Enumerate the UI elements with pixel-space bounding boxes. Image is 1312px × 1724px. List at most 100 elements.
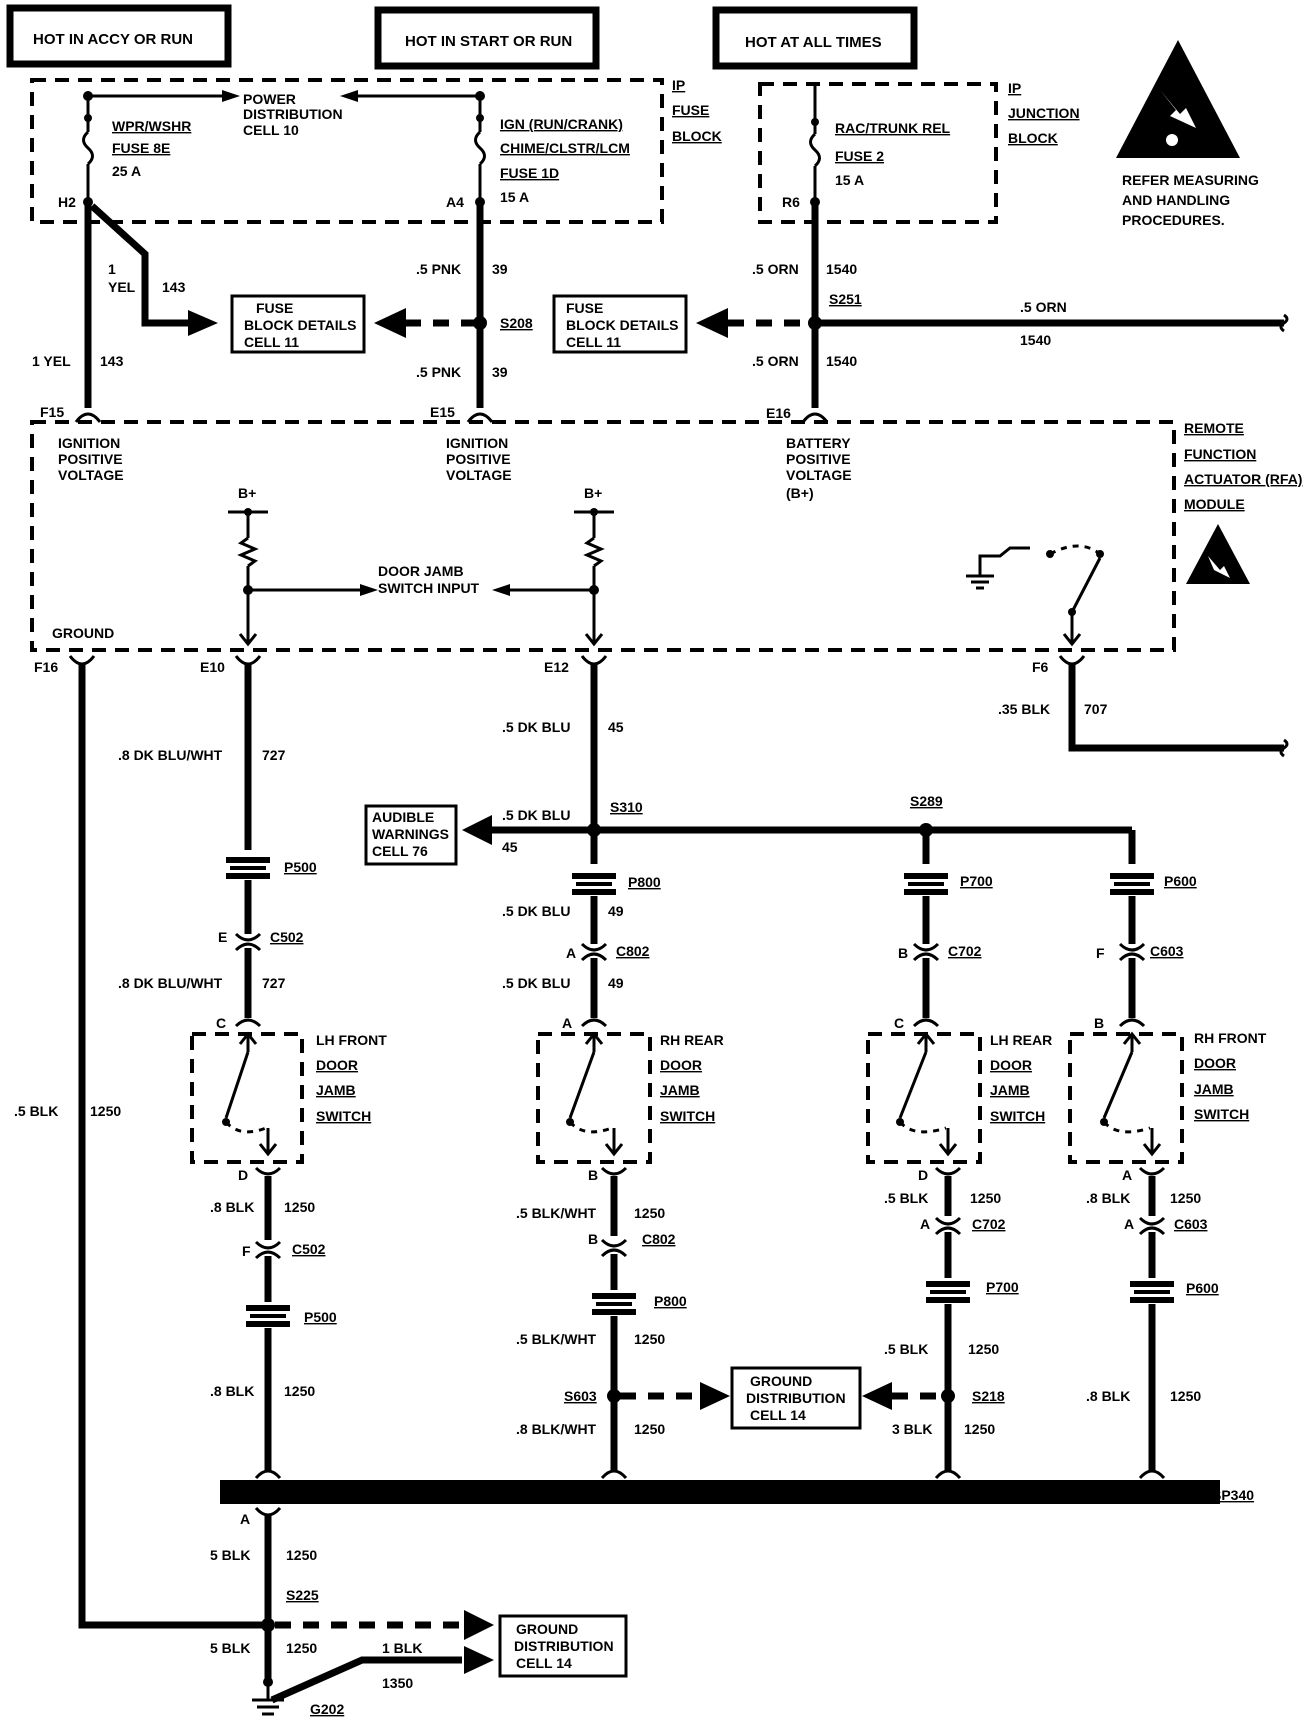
svg-text:CELL 14: CELL 14 (516, 1655, 572, 1671)
svg-text:BLOCK: BLOCK (1008, 130, 1058, 146)
p700-connector (904, 873, 948, 895)
svg-text:JUNCTION: JUNCTION (1008, 105, 1080, 121)
svg-text:1540: 1540 (1020, 332, 1051, 348)
svg-text:POWER: POWER (243, 91, 296, 107)
svg-text:AND HANDLING: AND HANDLING (1122, 192, 1230, 208)
svg-text:BLOCK DETAILS: BLOCK DETAILS (244, 317, 357, 333)
svg-text:DOOR: DOOR (660, 1057, 702, 1073)
ref-fuse-block-details-a: FUSE BLOCK DETAILS CELL 11 (230, 294, 366, 354)
svg-text:1250: 1250 (634, 1331, 665, 1347)
svg-text:JAMB: JAMB (990, 1082, 1030, 1098)
svg-text:FUSE: FUSE (672, 102, 709, 118)
svg-text:.5 ORN: .5 ORN (1020, 299, 1067, 315)
svg-text:RH REAR: RH REAR (660, 1032, 724, 1048)
svg-text:WPR/WSHR: WPR/WSHR (112, 118, 191, 134)
svg-text:1250: 1250 (286, 1640, 317, 1656)
svg-text:45: 45 (502, 839, 518, 855)
column-rh-front: P600 F C603 B RH FRONT DOOR JAMB SWITCH … (1068, 830, 1267, 1470)
svg-text:C: C (894, 1015, 904, 1031)
svg-text:C802: C802 (642, 1231, 676, 1247)
p700-connector-lower (926, 1281, 970, 1303)
svg-text:P800: P800 (654, 1293, 687, 1309)
svg-text:S208: S208 (500, 315, 533, 331)
svg-text:P500: P500 (284, 859, 317, 875)
svg-text:1 YEL: 1 YEL (32, 353, 71, 369)
svg-text:IGNITION: IGNITION (446, 435, 508, 451)
svg-text:1540: 1540 (826, 261, 857, 277)
svg-text:S310: S310 (610, 799, 643, 815)
svg-text:.5 DK BLU: .5 DK BLU (502, 975, 570, 991)
ground-g202-icon (252, 1677, 284, 1716)
svg-text:B: B (588, 1231, 598, 1247)
svg-text:E16: E16 (766, 405, 791, 421)
svg-text:.8 BLK: .8 BLK (1086, 1388, 1130, 1404)
svg-text:D: D (918, 1167, 928, 1183)
svg-text:GROUND: GROUND (750, 1373, 812, 1389)
svg-text:IP: IP (672, 77, 685, 93)
svg-text:B: B (588, 1167, 598, 1183)
svg-text:B+: B+ (238, 485, 256, 501)
svg-text:39: 39 (492, 261, 508, 277)
svg-text:GROUND: GROUND (516, 1621, 578, 1637)
ip-fuse-block: IP FUSE BLOCK POWER DISTRIBUTION CELL 10… (30, 77, 722, 224)
svg-text:IGNITION: IGNITION (58, 435, 120, 451)
svg-text:BATTERY: BATTERY (786, 435, 851, 451)
svg-text:SWITCH: SWITCH (1194, 1106, 1249, 1122)
svg-text:25 A: 25 A (112, 163, 141, 179)
svg-text:C502: C502 (292, 1241, 326, 1257)
svg-text:.8 DK BLU/WHT: .8 DK BLU/WHT (118, 747, 223, 763)
column-lh-rear: S289 P700 B C702 C LH REAR DOOR JAMB SWI… (862, 793, 1052, 1470)
svg-text:POSITIVE: POSITIVE (786, 451, 851, 467)
svg-text:A: A (920, 1216, 930, 1232)
svg-text:S251: S251 (829, 291, 862, 307)
svg-text:POSITIVE: POSITIVE (58, 451, 123, 467)
svg-text:143: 143 (100, 353, 124, 369)
svg-text:C603: C603 (1150, 943, 1184, 959)
svg-text:E15: E15 (430, 404, 455, 420)
svg-text:.8 BLK/WHT: .8 BLK/WHT (516, 1421, 597, 1437)
svg-text:DISTRIBUTION: DISTRIBUTION (514, 1638, 614, 1654)
header-always: HOT AT ALL TIMES (712, 6, 918, 70)
svg-text:IGN (RUN/CRANK): IGN (RUN/CRANK) (500, 116, 623, 132)
svg-text:F15: F15 (40, 404, 64, 420)
svg-text:.5 BLK: .5 BLK (884, 1341, 928, 1357)
svg-text:C603: C603 (1174, 1216, 1208, 1232)
svg-text:.8 DK BLU/WHT: .8 DK BLU/WHT (118, 975, 223, 991)
svg-text:DISTRIBUTION: DISTRIBUTION (746, 1390, 846, 1406)
svg-text:.5 BLK: .5 BLK (884, 1190, 928, 1206)
svg-text:1250: 1250 (968, 1341, 999, 1357)
svg-text:(B+): (B+) (786, 485, 814, 501)
svg-text:JAMB: JAMB (1194, 1081, 1234, 1097)
svg-text:C: C (216, 1015, 226, 1031)
svg-text:C802: C802 (616, 943, 650, 959)
svg-text:.5 BLK/WHT: .5 BLK/WHT (516, 1205, 597, 1221)
svg-text:S603: S603 (564, 1388, 597, 1404)
p600-connector-lower (1130, 1281, 1174, 1303)
svg-text:.8 BLK: .8 BLK (210, 1199, 254, 1215)
svg-text:1350: 1350 (382, 1675, 413, 1691)
svg-text:R6: R6 (782, 194, 800, 210)
svg-text:1 BLK: 1 BLK (382, 1640, 422, 1656)
svg-text:143: 143 (162, 279, 186, 295)
svg-text:39: 39 (492, 364, 508, 380)
svg-text:BLOCK: BLOCK (672, 128, 722, 144)
p500-connector-lower (246, 1305, 290, 1327)
svg-text:JAMB: JAMB (316, 1082, 356, 1098)
svg-text:E12: E12 (544, 659, 569, 675)
svg-text:A: A (1124, 1216, 1134, 1232)
svg-text:P700: P700 (986, 1279, 1019, 1295)
svg-text:F: F (242, 1243, 251, 1259)
svg-text:SWITCH: SWITCH (316, 1108, 371, 1124)
esd-note: REFER MEASURING AND HANDLING PROCEDURES. (1122, 172, 1259, 228)
svg-text:S225: S225 (286, 1587, 319, 1603)
rfa-module: REMOTE FUNCTION ACTUATOR (RFA) MODULE F1… (30, 404, 1302, 675)
svg-text:FUSE 1D: FUSE 1D (500, 165, 559, 181)
svg-text:.5 ORN: .5 ORN (752, 261, 799, 277)
p600-connector (1110, 873, 1154, 895)
svg-text:15 A: 15 A (835, 172, 864, 188)
svg-text:A4: A4 (446, 194, 464, 210)
wire-707: .35 BLK 707 (998, 664, 1289, 758)
svg-text:SWITCH INPUT: SWITCH INPUT (378, 580, 480, 596)
svg-text:P800: P800 (628, 874, 661, 890)
